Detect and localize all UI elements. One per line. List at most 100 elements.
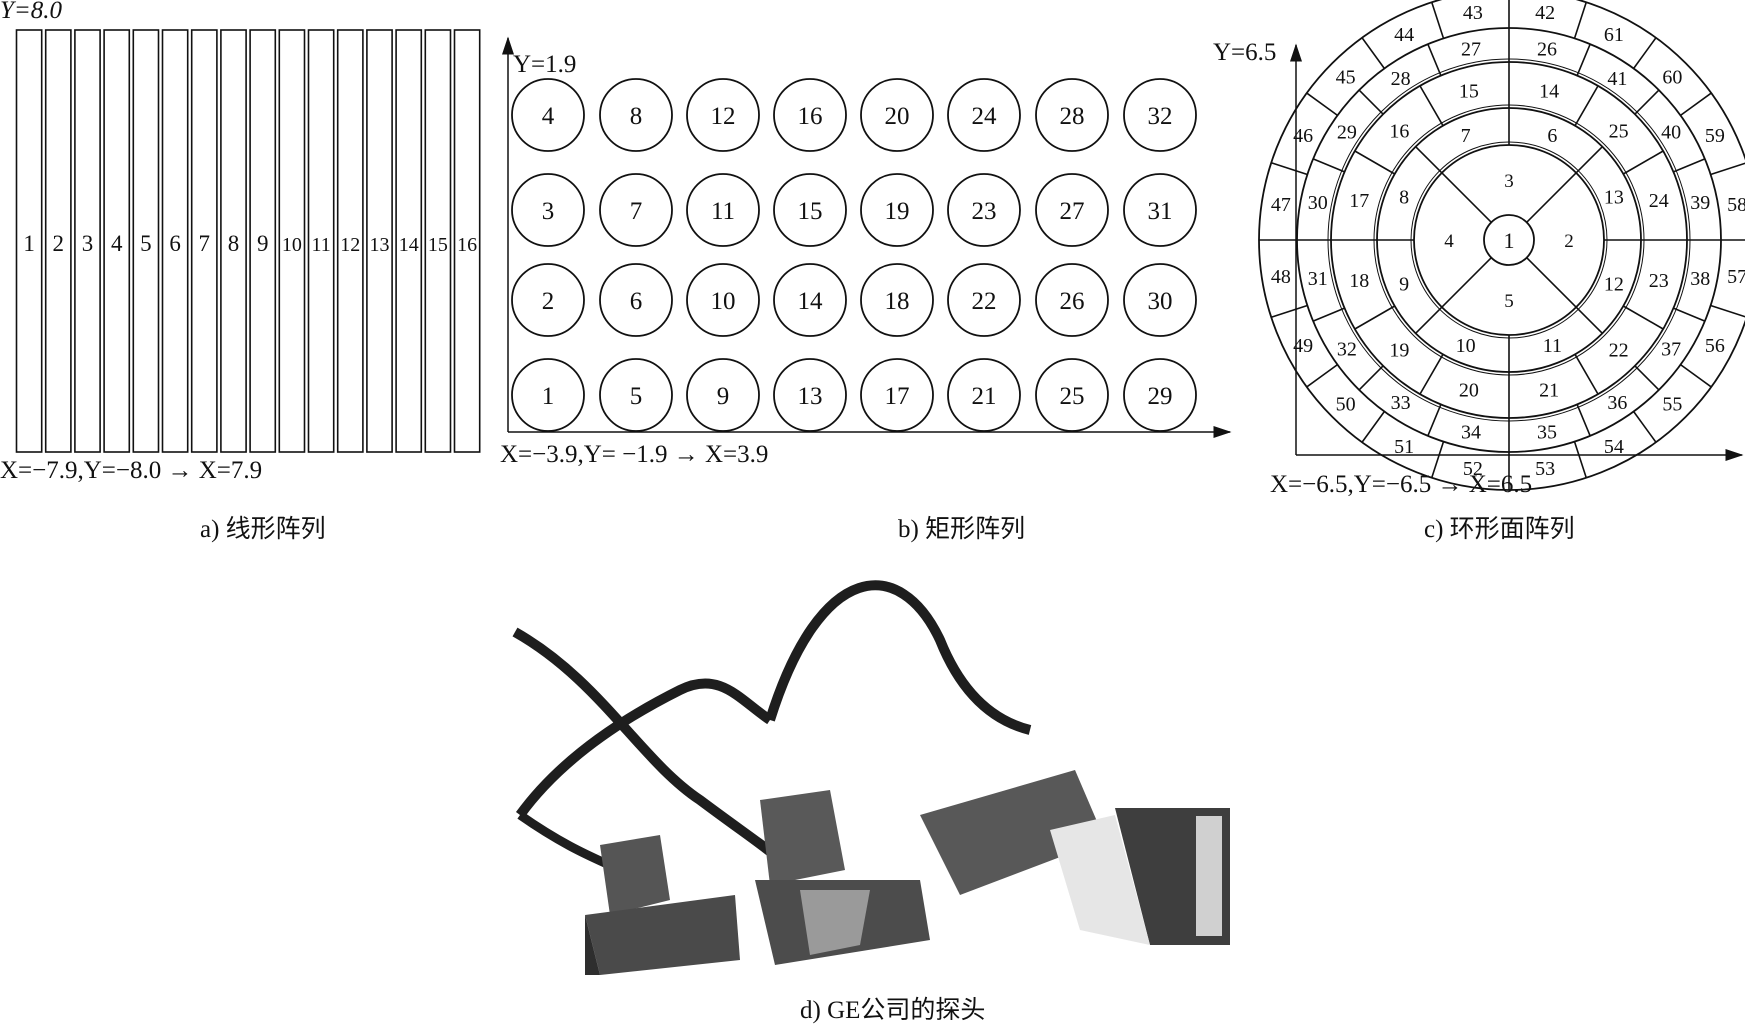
annular-element-label: 37 xyxy=(1661,338,1681,360)
annular-segment-divider xyxy=(1575,146,1603,174)
annular-segment-divider xyxy=(1419,353,1444,395)
rect-element-label: 13 xyxy=(798,383,823,410)
linear-element xyxy=(132,29,160,453)
rect-element xyxy=(1035,358,1109,432)
annular-element-label: 15 xyxy=(1459,80,1479,102)
annular-element-label: 38 xyxy=(1690,268,1710,290)
linear-element-label: 11 xyxy=(311,234,330,256)
medium-probe-face xyxy=(800,890,870,955)
small-probe-housing xyxy=(600,835,670,915)
annular-element-label: 43 xyxy=(1463,2,1483,24)
rect-element xyxy=(860,358,934,432)
linear-element-label: 3 xyxy=(82,231,94,256)
annular-segment-divider xyxy=(1573,441,1588,479)
annular-segment-divider xyxy=(1354,150,1396,175)
annular-element-label: 46 xyxy=(1293,125,1313,147)
annular-segment-divider xyxy=(1358,89,1384,115)
annular-element-label: 7 xyxy=(1461,125,1471,147)
rect-element-label: 30 xyxy=(1148,288,1173,315)
rect-element xyxy=(1123,358,1197,432)
annular-element-label: 61 xyxy=(1604,24,1624,46)
rect-element-label: 15 xyxy=(798,198,823,225)
linear-element-label: 13 xyxy=(370,234,390,256)
medium-probe-housing xyxy=(760,790,845,885)
annular-element-label: 8 xyxy=(1399,187,1409,209)
annular-top-label: Y=6.5 xyxy=(1213,39,1276,66)
annular-segment-divider xyxy=(1526,257,1577,308)
annular-element-label: 24 xyxy=(1649,190,1669,212)
linear-element-label: 7 xyxy=(199,231,211,256)
linear-element-label: 4 xyxy=(111,231,123,256)
annular-segment-divider xyxy=(1673,307,1706,322)
rect-element xyxy=(860,78,934,152)
rect-element-label: 11 xyxy=(711,198,735,225)
large-probe-window xyxy=(1196,816,1222,936)
rect-element xyxy=(1123,263,1197,337)
rect-element xyxy=(773,173,847,247)
annular-segment-divider xyxy=(1575,306,1603,334)
annular-segment-divider xyxy=(1680,92,1712,117)
annular-segment-divider xyxy=(1419,85,1444,127)
rect-element-label: 18 xyxy=(885,288,910,315)
annular-element-label: 17 xyxy=(1349,190,1369,212)
rect-element-label: 25 xyxy=(1060,383,1085,410)
rect-element xyxy=(773,358,847,432)
linear-array-caption: a) 线形阵列 xyxy=(200,515,326,543)
annular-segment-divider xyxy=(1270,161,1308,176)
linear-element-label: 6 xyxy=(169,231,181,256)
annular-segment-divider xyxy=(1710,304,1745,318)
annular-element-label: 54 xyxy=(1604,436,1624,458)
rect-element-label: 4 xyxy=(542,103,555,130)
rect-element xyxy=(947,263,1021,337)
annular-element-label: 20 xyxy=(1459,380,1479,402)
annular-segment-divider xyxy=(1710,162,1745,176)
rect-element-label: 2 xyxy=(542,288,555,315)
annular-element-label: 55 xyxy=(1662,393,1682,415)
annular-element-label: 49 xyxy=(1293,335,1313,357)
annular-bottom-label: X=−6.5,Y=−6.5 → X=6.5 xyxy=(1270,471,1532,498)
rect-element-label: 22 xyxy=(972,288,997,315)
rect-element-label: 1 xyxy=(542,383,555,410)
annular-element-label: 45 xyxy=(1336,67,1356,89)
linear-element-label: 2 xyxy=(53,231,65,256)
annular-element-label: 3 xyxy=(1504,171,1514,192)
annular-segment-divider xyxy=(1441,172,1492,223)
rect-top-label: Y=1.9 xyxy=(513,51,576,78)
rect-element-label: 5 xyxy=(630,383,643,410)
small-probe-wedge xyxy=(585,895,740,975)
annular-segment-divider xyxy=(1354,305,1396,330)
annular-segment-divider xyxy=(1415,146,1443,174)
rect-element-label: 3 xyxy=(542,198,555,225)
annular-segment-divider xyxy=(1415,306,1443,334)
rect-element-label: 20 xyxy=(885,103,910,130)
linear-element xyxy=(161,29,189,453)
rect-element xyxy=(599,263,673,337)
linear-element xyxy=(44,29,72,453)
rect-element-label: 32 xyxy=(1148,103,1173,130)
rectangular-array-caption: b) 矩形阵列 xyxy=(898,515,1025,543)
annular-element-label: 21 xyxy=(1539,380,1559,402)
linear-element-label: 9 xyxy=(257,231,269,256)
annular-element-label: 5 xyxy=(1504,291,1514,312)
linear-element-label: 10 xyxy=(282,234,302,256)
rect-element-label: 10 xyxy=(711,288,736,315)
annular-segment-divider xyxy=(1576,404,1591,437)
rect-element xyxy=(511,173,585,247)
rect-element xyxy=(1035,173,1109,247)
annular-segment-divider xyxy=(1358,365,1384,391)
annular-segment-divider xyxy=(1361,37,1386,69)
rect-element-label: 9 xyxy=(717,383,730,410)
small-probe-shadow xyxy=(585,915,600,975)
annular-element-label: 19 xyxy=(1389,340,1409,362)
annular-element-label: 35 xyxy=(1537,421,1557,443)
rect-element-label: 27 xyxy=(1060,198,1085,225)
annular-segment-divider xyxy=(1673,158,1706,173)
annular-element-label: 4 xyxy=(1444,231,1454,252)
rect-element xyxy=(1123,173,1197,247)
rect-element-label: 29 xyxy=(1148,383,1173,410)
linear-array-bottom-label: X=−7.9,Y=−8.0 → X=7.9 xyxy=(0,457,262,484)
annular-element-label: 36 xyxy=(1607,392,1627,414)
